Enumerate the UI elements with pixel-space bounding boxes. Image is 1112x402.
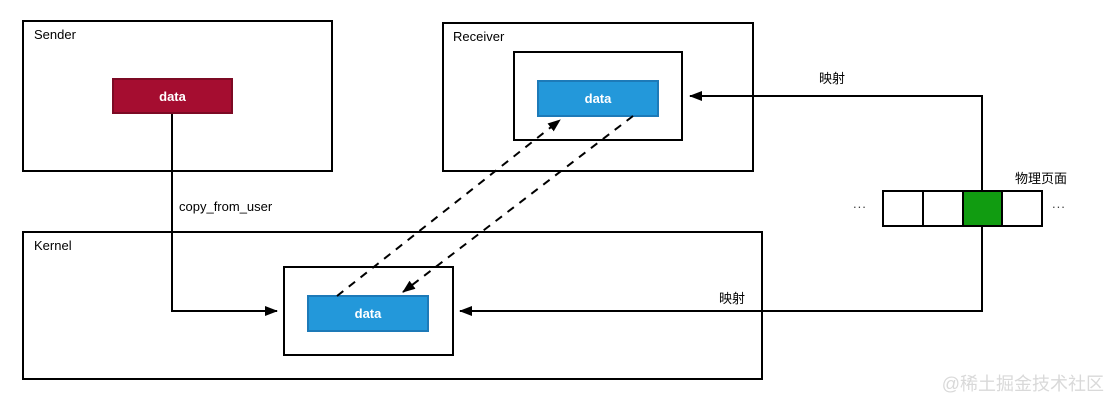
sender-label: Sender bbox=[34, 27, 76, 42]
receiver-data-label: data bbox=[584, 91, 612, 106]
sender-data-label: data bbox=[159, 88, 186, 104]
kernel-label: Kernel bbox=[34, 238, 72, 253]
physical-pages-title: 物理页面 bbox=[1015, 171, 1068, 186]
physical-page-cell-mapped bbox=[963, 192, 1004, 225]
sender-data-box: data bbox=[112, 78, 233, 114]
watermark: @稀土掘金技术社区 bbox=[941, 374, 1104, 394]
map-label-top: 映射 bbox=[819, 71, 846, 86]
physical-pages-ellipsis-right: ... bbox=[1052, 196, 1066, 211]
physical-page-cell bbox=[884, 192, 924, 225]
receiver-data-box: data bbox=[537, 80, 659, 117]
physical-pages-row bbox=[882, 190, 1043, 227]
physical-page-cell bbox=[923, 192, 964, 225]
receiver-label: Receiver bbox=[453, 29, 505, 44]
kernel-data-label: data bbox=[354, 306, 382, 321]
copy-from-user-label: copy_from_user bbox=[179, 199, 273, 214]
map-label-bottom: 映射 bbox=[719, 291, 746, 306]
physical-page-cell bbox=[1003, 192, 1041, 225]
physical-pages-ellipsis-left: ... bbox=[853, 196, 867, 211]
kernel-data-box: data bbox=[307, 295, 429, 332]
